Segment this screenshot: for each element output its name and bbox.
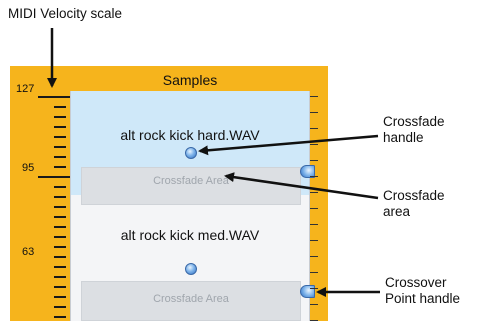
ruler-tick (54, 236, 66, 238)
right-ruler-tick (310, 224, 318, 225)
sample-zone-hard[interactable]: alt rock kick hard.WAV Crossfade Area (71, 91, 309, 196)
sample-zones: alt rock kick hard.WAV Crossfade Area al… (70, 91, 310, 321)
right-ruler-tick (310, 256, 318, 257)
ruler-tick (54, 246, 66, 248)
ruler-tick (54, 316, 66, 318)
crossfade-handle-label: Crossfade handle (383, 114, 445, 145)
ruler-tick (54, 116, 66, 118)
crossover-point-handle-label: Crossover Point handle (385, 275, 461, 306)
crossfade-area-bottom[interactable]: Crossfade Area (81, 281, 301, 321)
midi-velocity-ruler: 127 95 63 (10, 66, 70, 321)
ruler-tick (54, 156, 66, 158)
crossfade-handle-lower[interactable] (185, 263, 197, 275)
right-ruler-tick (310, 128, 318, 129)
scale-label-127: 127 (16, 83, 35, 95)
right-ruler-tick (310, 192, 318, 193)
right-ruler-tick (310, 160, 318, 161)
ruler-tick (38, 176, 70, 178)
crossover-point-handle-bottom[interactable] (300, 285, 315, 298)
ruler-tick (54, 276, 66, 278)
right-ruler-tick (310, 96, 318, 97)
ruler-tick (54, 256, 66, 258)
ruler-tick (54, 126, 66, 128)
scale-label-63: 63 (22, 246, 35, 258)
right-ruler-tick (310, 304, 318, 305)
right-ruler-tick (310, 144, 318, 145)
right-ruler-tick (310, 112, 318, 113)
ruler-tick (54, 106, 66, 108)
crossfade-area-continuation (81, 195, 301, 205)
right-ruler-tick (310, 288, 318, 289)
ruler-tick (38, 96, 70, 98)
sample-zone-med[interactable]: alt rock kick med.WAV Crossfade Area (71, 195, 309, 321)
right-ruler-tick (310, 240, 318, 241)
ruler-tick (54, 286, 66, 288)
ruler-tick (54, 166, 66, 168)
ruler-tick (54, 196, 66, 198)
crossfade-area-top[interactable]: Crossfade Area (81, 167, 301, 195)
crossfade-handle[interactable] (185, 147, 197, 159)
samples-panel: 127 95 63 Samples alt rock kick hard.WAV… (10, 66, 328, 321)
right-ruler-tick (310, 272, 318, 273)
samples-title: Samples (162, 72, 218, 88)
ruler-tick (54, 216, 66, 218)
sample-name-med: alt rock kick med.WAV (120, 227, 260, 243)
ruler-tick (54, 146, 66, 148)
ruler-tick (54, 296, 66, 298)
ruler-tick (54, 226, 66, 228)
crossfade-area-label: Crossfade area (383, 188, 445, 219)
midi-velocity-scale-label: MIDI Velocity scale (8, 6, 123, 21)
ruler-tick (54, 186, 66, 188)
ruler-tick (54, 136, 66, 138)
right-ruler-tick (310, 176, 318, 177)
ruler-tick (54, 206, 66, 208)
sample-name-hard: alt rock kick hard.WAV (120, 127, 260, 143)
ruler-tick (54, 306, 66, 308)
scale-label-95: 95 (22, 162, 35, 174)
ruler-tick (54, 266, 66, 268)
right-ruler-tick (310, 208, 318, 209)
